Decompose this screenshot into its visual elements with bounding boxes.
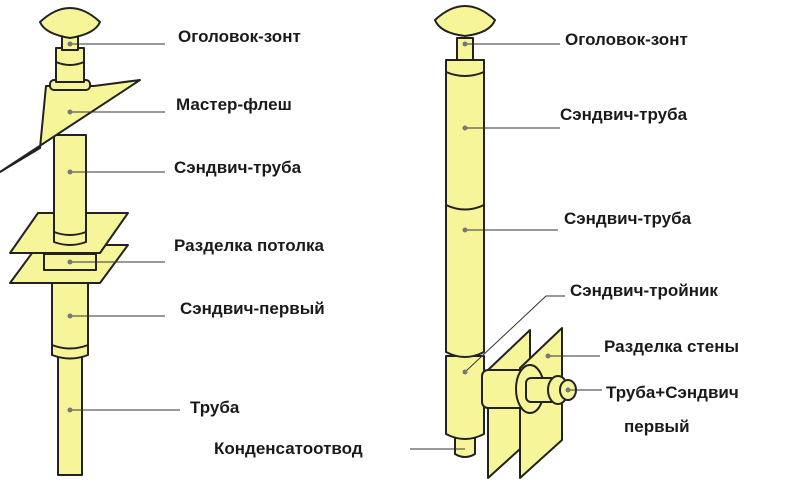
- label-left-sandwich-first: Сэндвич-первый: [180, 299, 325, 318]
- left-sandwich-pipe: [53, 134, 87, 246]
- label-right-wall-cut: Разделка стены: [604, 337, 739, 356]
- left-sandwich-pipe-seam: [53, 231, 87, 236]
- label-left-cap: Оголовок-зонт: [178, 27, 301, 46]
- label-right-sandwich-tee: Сэндвич-тройник: [570, 281, 718, 300]
- label-right-sandwich-pipe-1: Сэндвич-труба: [560, 105, 688, 124]
- left-plain-pipe: [57, 354, 83, 476]
- left-chimney-assembly: Оголовок-зонт Мастер-флеш Сэндвич-труба …: [0, 7, 325, 476]
- right-top-seam: [445, 71, 485, 77]
- right-sandwich-tee-body: [445, 355, 485, 440]
- label-left-master-flash: Мастер-флеш: [176, 95, 292, 114]
- right-sandwich-pipe-upper: [445, 59, 485, 211]
- right-sandwich-pipe-lower: [445, 204, 485, 358]
- leader-right-sandwich-tee: [464, 295, 565, 373]
- left-cap-umbrella: [39, 7, 101, 39]
- right-chimney-assembly: Оголовок-зонт Сэндвич-труба Сэндвич-труб…: [214, 5, 739, 479]
- label-right-condensate-drain: Конденсатоотвод: [214, 439, 363, 458]
- label-right-pipe-sandwich-line2: первый: [624, 417, 690, 436]
- label-right-cap: Оголовок-зонт: [565, 30, 688, 49]
- right-cap-umbrella: [434, 5, 496, 37]
- label-left-pipe: Труба: [190, 398, 240, 417]
- label-left-ceiling-cut: Разделка потолка: [174, 236, 325, 255]
- label-right-sandwich-pipe-2: Сэндвич-труба: [564, 209, 692, 228]
- label-left-sandwich-pipe: Сэндвич-труба: [174, 158, 302, 177]
- left-sandwich-first-seam: [51, 344, 89, 350]
- right-condensate-drain: [454, 437, 476, 458]
- label-right-pipe-sandwich-line1: Труба+Сэндвич: [606, 383, 739, 402]
- left-upper-pipe-seam: [55, 61, 85, 66]
- right-cap-neck: [456, 37, 474, 61]
